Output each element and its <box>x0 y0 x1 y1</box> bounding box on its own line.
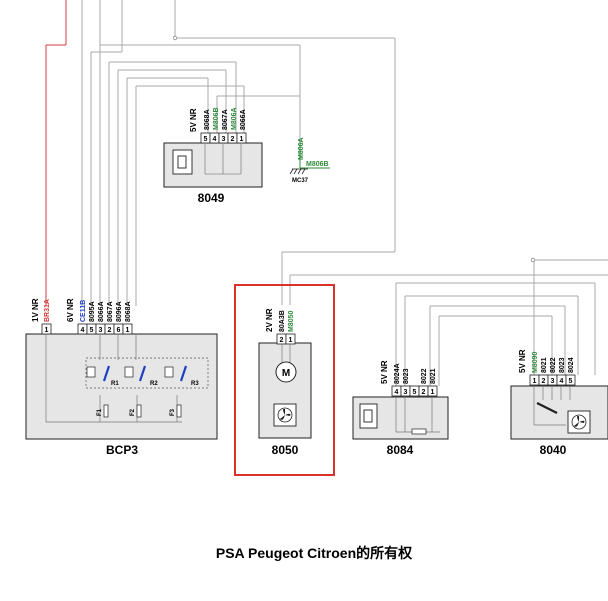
wire-8050-2: M8050 <box>288 310 295 332</box>
pin-bcp3-c2-2: 5 <box>90 327 94 334</box>
wire-8084-4: 8021 <box>430 368 437 384</box>
pin-bcp3-c2-5: 6 <box>117 327 121 334</box>
connector-8040: 1 2 3 4 5 <box>529 374 576 386</box>
pin-bcp3-c1-1: 1 <box>45 327 49 334</box>
wire-bcp3-c2-1: CE11B <box>80 300 87 322</box>
wire-8049-2: M806B <box>213 107 220 130</box>
pin-8084-4: 2 <box>422 389 426 396</box>
connector-bcp3-c2: 4 5 3 2 6 1 <box>77 323 133 335</box>
wire-mc37-side: M806B <box>306 161 329 168</box>
relay-label-r2: R2 <box>150 381 158 387</box>
voltage-8084: 5V NR <box>380 360 389 384</box>
pin-8040-1: 1 <box>533 378 537 385</box>
wire-bcp3-c2-2: 8095A <box>89 301 96 322</box>
wire-mc37-top: M806A <box>298 137 305 160</box>
relay-label-r3: R3 <box>191 381 199 387</box>
switch-lever <box>536 402 558 414</box>
pin-8084-1: 4 <box>395 389 399 396</box>
wire-8049-5: 8066A <box>240 109 247 130</box>
pin-8049-5: 1 <box>240 136 244 143</box>
resistor-icon <box>411 428 427 435</box>
label-8084: 8084 <box>387 443 414 457</box>
pin-8049-4: 2 <box>231 136 235 143</box>
label-8049: 8049 <box>198 191 225 205</box>
connector-8084: 4 3 5 2 1 <box>391 385 438 397</box>
pin-8049-2: 4 <box>213 136 217 143</box>
pin-8084-5: 1 <box>431 389 435 396</box>
wire-8040-1: M8090 <box>532 351 539 373</box>
wire-network <box>81 0 608 397</box>
wire-8050-1: 80A3B <box>279 310 286 332</box>
connector-8049: 5 4 3 2 1 <box>200 132 247 144</box>
wire-bcp3-c2-4: 8067A <box>107 301 114 322</box>
pin-8040-2: 2 <box>542 378 546 385</box>
label-mc37: MC37 <box>292 178 309 184</box>
ground-icon <box>289 168 308 175</box>
motor-label: M <box>282 368 290 379</box>
voltage-bcp3-c1: 1V NR <box>31 298 40 322</box>
pin-bcp3-c2-4: 2 <box>108 327 112 334</box>
relay-label-r1: R1 <box>111 381 119 387</box>
wire-8040-5: 8024 <box>568 357 575 373</box>
switch-icon <box>359 403 378 429</box>
wire-bcp3-c2-5: 8096A <box>116 301 123 322</box>
relay-r3: R3 <box>164 365 199 387</box>
pin-bcp3-c2-6: 1 <box>126 327 130 334</box>
wire-bcp3-c2-6: 8068A <box>125 301 132 322</box>
component-8084: 4 3 5 2 1 5V NR 8024A 8023 8022 8021 808… <box>352 360 449 457</box>
pin-8084-2: 3 <box>404 389 408 396</box>
voltage-bcp3-c2: 6V NR <box>66 298 75 322</box>
fuse-label-f3: F3 <box>170 408 176 416</box>
component-bcp3: 1 1V NR BR31A 4 5 3 2 6 1 6V NR CE11B 80… <box>25 298 218 457</box>
pin-8040-3: 3 <box>551 378 555 385</box>
pin-8049-1: 5 <box>204 136 208 143</box>
pin-8050-1: 2 <box>280 337 284 344</box>
relay-r1: R1 <box>86 365 119 387</box>
junction-dots <box>172 35 536 263</box>
wire-8049-1: 8068A <box>204 109 211 130</box>
pin-8050-2: 1 <box>289 337 293 344</box>
fan-icon <box>273 403 297 427</box>
pin-bcp3-c2-1: 4 <box>81 327 85 334</box>
switch-icon <box>172 149 193 175</box>
wire-8049-4: M806A <box>231 107 238 130</box>
pin-8049-3: 3 <box>222 136 226 143</box>
component-8050: 2 1 2V NR 80A3B M8050 M 8050 <box>234 284 335 476</box>
fuse-label-f2: F2 <box>130 408 136 416</box>
fuse-f3: F3 <box>170 404 182 418</box>
pin-bcp3-c2-3: 3 <box>99 327 103 334</box>
copyright-text: PSA Peugeot Citroen的所有权 <box>216 545 413 561</box>
fan-icon <box>567 410 591 434</box>
label-8050: 8050 <box>272 443 299 457</box>
wire-8084-2: 8023 <box>403 368 410 384</box>
component-8049: 5 4 3 2 1 5V NR 8068A M806B 8067A M806A … <box>163 107 263 205</box>
highlight-frame <box>234 284 335 476</box>
fuse-f1: F1 <box>97 404 109 418</box>
pin-8084-3: 5 <box>413 389 417 396</box>
voltage-8050: 2V NR <box>265 308 274 332</box>
ground-mc37: M806A M806B MC37 <box>289 137 330 184</box>
label-bcp3: BCP3 <box>106 443 138 457</box>
wire-bcp3-c2-3: 8066A <box>98 301 105 322</box>
component-8040: 1 2 3 4 5 5V NR M8090 8021 8022 8023 802… <box>510 349 608 457</box>
wire-bcp3-c1-1: BR31A <box>44 299 51 322</box>
wire-8084-3: 8022 <box>421 368 428 384</box>
wire-8040-4: 8023 <box>559 357 566 373</box>
relay-r2: R2 <box>124 365 158 387</box>
label-8040: 8040 <box>540 443 567 457</box>
motor-icon: M <box>275 361 297 383</box>
pin-8040-5: 5 <box>569 378 573 385</box>
wire-8049-3: 8067A <box>222 109 229 130</box>
voltage-8040: 5V NR <box>518 349 527 373</box>
wire-8040-2: 8021 <box>541 357 548 373</box>
wire-8084-1: 8024A <box>394 363 401 384</box>
fuse-label-f1: F1 <box>97 408 103 416</box>
voltage-8049: 5V NR <box>189 108 198 132</box>
fuse-f2: F2 <box>130 404 142 418</box>
wire-8040-3: 8022 <box>550 357 557 373</box>
pin-8040-4: 4 <box>560 378 564 385</box>
